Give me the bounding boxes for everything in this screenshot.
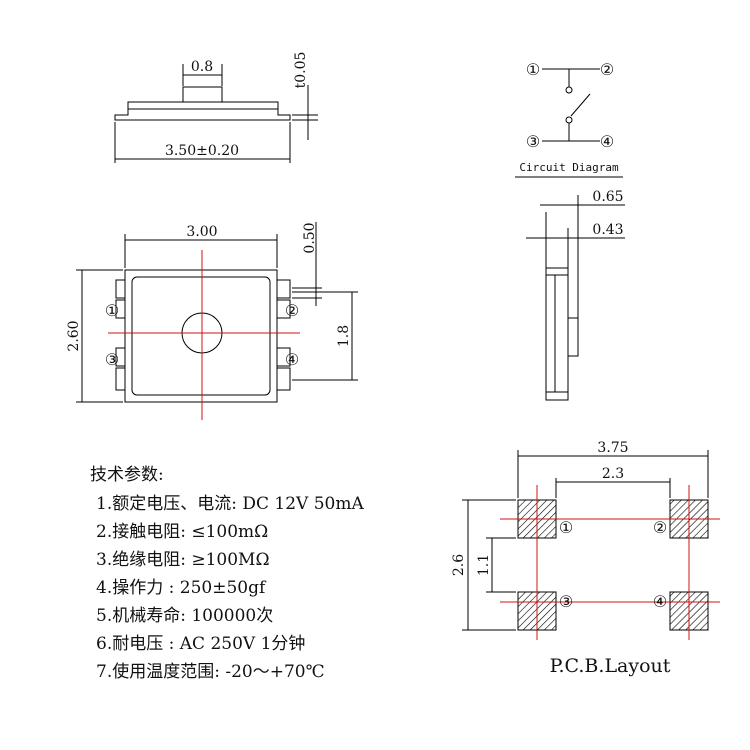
- side-view-body: [545, 267, 569, 401]
- pcb-pin-3: ③: [559, 592, 573, 611]
- top-view-button: [182, 86, 223, 103]
- dim-body-length: 3.50±0.20: [165, 143, 239, 159]
- spec-item-contact-resistance: 2.接触电阻: ≤100mΩ: [96, 522, 269, 542]
- spec-item-temperature-range: 7.使用温度范围: -20～+70℃: [96, 662, 325, 682]
- circuit-pin-2: ②: [600, 60, 614, 79]
- pcb-pin-4: ④: [653, 592, 667, 611]
- pcb-pin-2: ②: [653, 518, 667, 537]
- front-view-inner: [131, 276, 271, 396]
- switch-contact-bottom: [565, 116, 573, 124]
- circuit-pin-4: ④: [600, 132, 614, 151]
- spec-item-rated-voltage: 1.额定电压、电流: DC 12V 50mA: [96, 494, 364, 514]
- top-view-body: [114, 101, 291, 121]
- spec-heading: 技术参数:: [90, 465, 164, 485]
- side-view-button: [567, 317, 579, 357]
- circuit-pin-1: ①: [526, 60, 540, 79]
- dim-total-height: 0.65: [592, 189, 623, 205]
- dim-front-width: 3.00: [186, 224, 217, 240]
- spec-list: 技术参数: 1.额定电压、电流: DC 12V 50mA 2.接触电阻: ≤10…: [90, 460, 430, 686]
- side-view: 0.65 0.43: [526, 189, 625, 401]
- dim-body-height: 0.43: [592, 222, 623, 238]
- dim-pcb-height: 2.6: [451, 554, 467, 576]
- spec-item-insulation-resistance: 3.绝缘电阻: ≥100MΩ: [96, 550, 270, 570]
- front-view: ① ② ③ ④ 3.00 2.60 0.50 1.8: [66, 222, 358, 420]
- front-pin-2: ②: [285, 301, 299, 320]
- dim-pcb-inner-width: 2.3: [602, 466, 624, 482]
- pcb-title: P.C.B.Layout: [550, 655, 671, 677]
- circuit-pin-3: ③: [526, 132, 540, 151]
- front-pin-3: ③: [105, 350, 119, 369]
- front-pin-1: ①: [105, 301, 119, 320]
- dim-front-height: 2.60: [66, 320, 82, 351]
- spec-item-mechanical-life: 5.机械寿命: 100000次: [96, 606, 274, 626]
- dim-lead-width: 0.50: [302, 222, 318, 253]
- switch-contact-top: [565, 86, 573, 94]
- pcb-pin-1: ①: [559, 518, 573, 537]
- dim-pcb-inner-height: 1.1: [476, 554, 492, 576]
- circuit-caption: Circuit Diagram: [519, 161, 619, 174]
- dim-thickness: t0.05: [293, 52, 309, 89]
- circuit-diagram: ① ② ③ ④ Circuit Diagram: [515, 60, 623, 178]
- switch-lever: [570, 93, 591, 117]
- dim-lead-pitch: 1.8: [336, 325, 352, 347]
- spec-item-withstand-voltage: 6.耐电压 : AC 250V 1分钟: [96, 634, 306, 654]
- dim-pcb-width: 3.75: [597, 440, 628, 456]
- front-pin-4: ④: [285, 350, 299, 369]
- spec-item-operating-force: 4.操作力 : 250±50gf: [96, 578, 266, 598]
- dim-button-width: 0.8: [191, 59, 213, 75]
- front-view-frame: [124, 269, 278, 403]
- top-view: 0.8 t0.05 3.50±0.20: [114, 52, 318, 163]
- pcb-layout: ① ② ③ ④ 3.75 2.3 2.6 1.1 P.C.B.Layout: [451, 440, 720, 677]
